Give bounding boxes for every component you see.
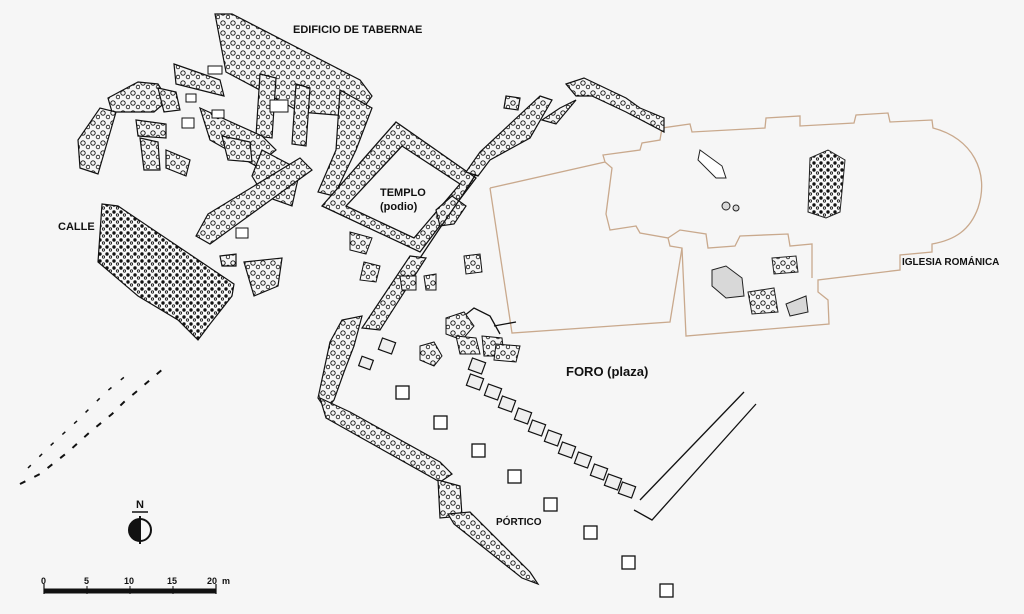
scale-bar (43, 584, 217, 594)
scale-unit: m (222, 576, 231, 586)
church-interior-remains (697, 149, 846, 317)
foro-boundary-walls (317, 77, 665, 586)
north-arrow-icon (128, 511, 152, 544)
label-portico: PÓRTICO (496, 517, 542, 528)
scale-tick-20: 20 (207, 576, 218, 586)
label-templo: TEMPLO (380, 187, 426, 199)
north-label: N (136, 499, 144, 511)
label-edificio-tabernae: EDIFICIO DE TABERNAE (293, 24, 423, 36)
label-iglesia-romanica: IGLESIA ROMÁNICA (902, 257, 1000, 268)
foro-wall-lines (419, 173, 757, 521)
label-foro-plaza: FORO (plaza) (566, 364, 649, 379)
iglesia-romanica-outline (489, 112, 983, 337)
portico-stylobate-blocks (357, 337, 637, 499)
label-calle: CALLE (58, 221, 95, 233)
label-podio: (podio) (380, 201, 418, 213)
scale-tick-5: 5 (84, 576, 90, 586)
edificio-tabernae-walls (77, 13, 373, 297)
tabernae-features (181, 65, 289, 239)
portico-column-bases (395, 385, 674, 598)
foro-features (399, 253, 521, 367)
scale-tick-15: 15 (167, 576, 178, 586)
templo-podio (320, 121, 477, 283)
scale-tick-0: 0 (41, 576, 47, 586)
calle-paving (19, 203, 235, 485)
scale-tick-10: 10 (124, 576, 135, 586)
